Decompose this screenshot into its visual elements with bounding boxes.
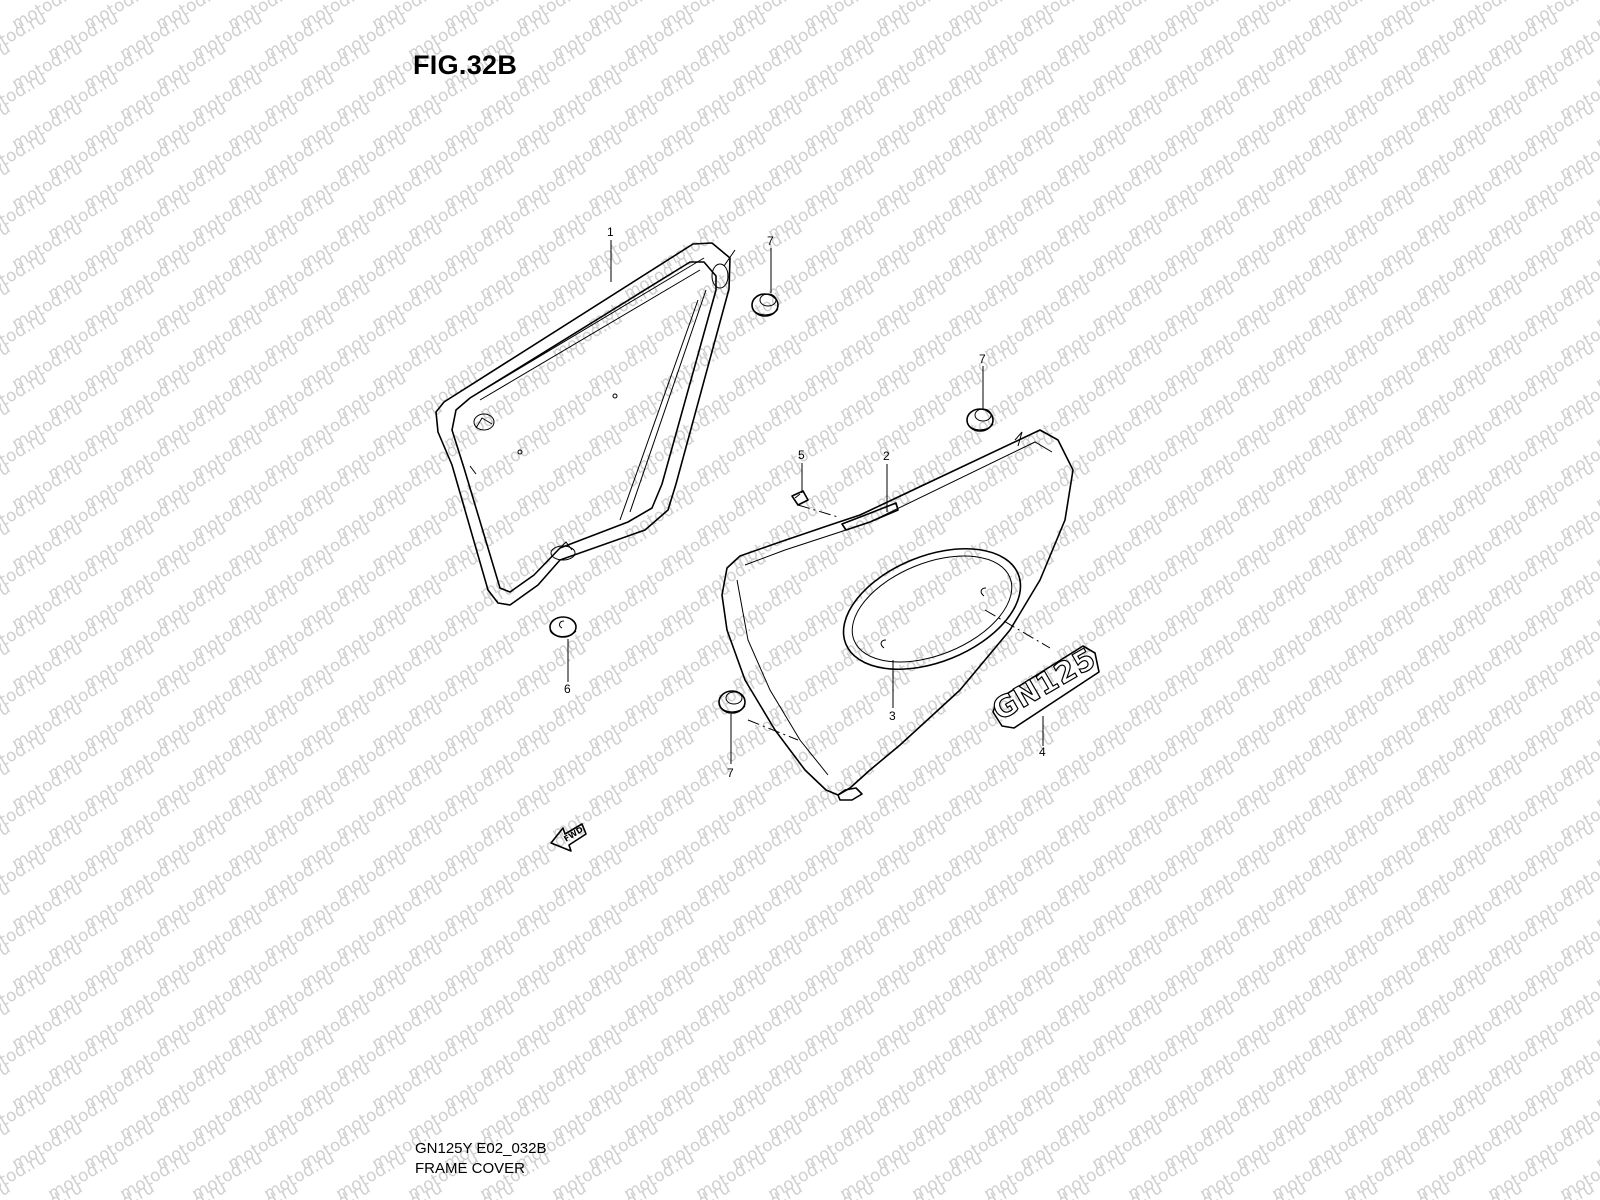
- callout-labels: 1 7 7 5 2 6 3 4 7: [564, 225, 1046, 780]
- cushion-upper-left: [751, 293, 779, 317]
- figure-title: FIG.32B: [413, 50, 518, 80]
- watermark-text: motod.ru: [1593, 0, 1600, 34]
- right-frame-cover: [721, 429, 1074, 801]
- callout-4: 4: [1039, 745, 1046, 759]
- callout-5: 5: [798, 448, 805, 462]
- leader-lines: [567, 240, 1044, 764]
- callout-1: 1: [607, 225, 614, 239]
- assembly-lines: [747, 504, 1051, 741]
- callout-7-upper-left: 7: [767, 234, 774, 248]
- callout-7-lower: 7: [727, 766, 734, 780]
- clip: [791, 490, 809, 506]
- callout-7-upper-right: 7: [979, 352, 986, 366]
- diagram-code: GN125Y E02_032B: [415, 1140, 547, 1157]
- diagram-title: FRAME COVER: [415, 1160, 526, 1177]
- callout-2: 2: [883, 449, 890, 463]
- grommet: [549, 616, 577, 638]
- callout-3: 3: [889, 709, 896, 723]
- left-frame-cover: [435, 242, 736, 606]
- cushion-lower: [718, 690, 746, 714]
- callout-6: 6: [564, 682, 571, 696]
